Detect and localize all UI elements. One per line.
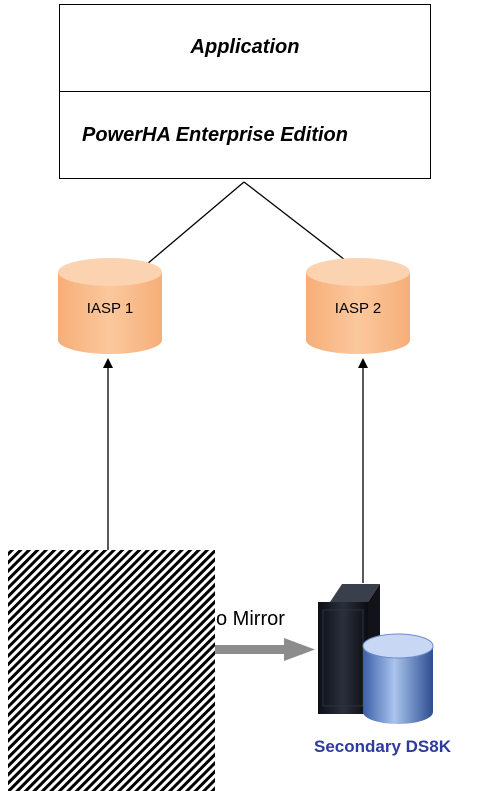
iasp1-label: IASP 1 [86,300,134,317]
powerha-box: PowerHA Enterprise Edition [59,91,431,179]
arrow-app-to-iasp2 [243,181,360,272]
application-label: Application [190,36,300,58]
redacted-primary-block [8,550,215,791]
secondary-ds8k-label: Secondary DS8K [314,737,451,756]
powerha-label: PowerHA Enterprise Edition [82,124,348,146]
iasp2-label: IASP 2 [334,300,382,317]
application-box: Application [59,4,431,92]
mirror-arrow [212,638,315,661]
arrow-app-to-iasp1 [138,181,245,272]
iasp2-cylinder [306,258,410,354]
secondary-disk-icon [362,633,434,724]
iasp1-cylinder [58,258,162,354]
mirror-label: o Mirror [216,608,285,630]
